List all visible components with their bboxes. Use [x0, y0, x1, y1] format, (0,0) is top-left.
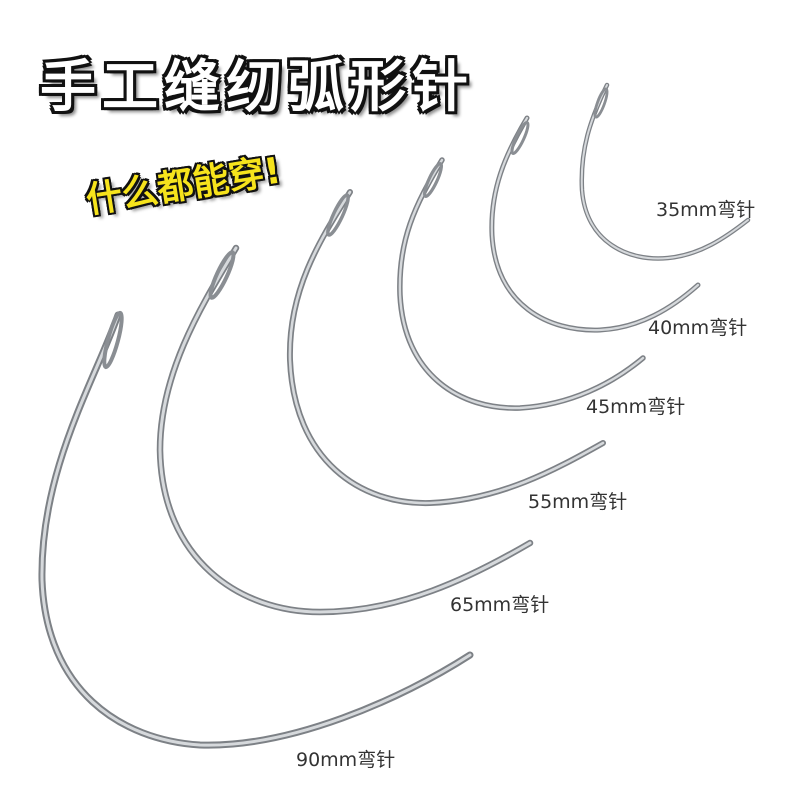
needle-eye-icon — [593, 87, 609, 119]
needle-40mm — [489, 115, 701, 333]
label-55mm: 55mm弯针 — [528, 491, 628, 513]
label-35mm: 35mm弯针 — [656, 199, 756, 221]
needle-eye-icon — [208, 250, 236, 300]
needle-eye-icon — [510, 121, 530, 155]
page-title: 手工缝纫弧形针 — [40, 55, 474, 120]
needle-eye-icon — [326, 193, 350, 237]
needle-65mm — [156, 244, 534, 616]
needle-90mm — [38, 310, 474, 749]
label-40mm: 40mm弯针 — [648, 317, 748, 339]
needle-eye-icon — [422, 161, 444, 199]
needle-eye-icon — [102, 310, 124, 370]
needle-45mm — [397, 157, 646, 411]
needle-55mm — [286, 189, 606, 507]
label-90mm: 90mm弯针 — [296, 749, 396, 771]
needle-35mm — [579, 82, 751, 261]
label-65mm: 65mm弯针 — [450, 594, 550, 616]
label-45mm: 45mm弯针 — [586, 396, 686, 418]
